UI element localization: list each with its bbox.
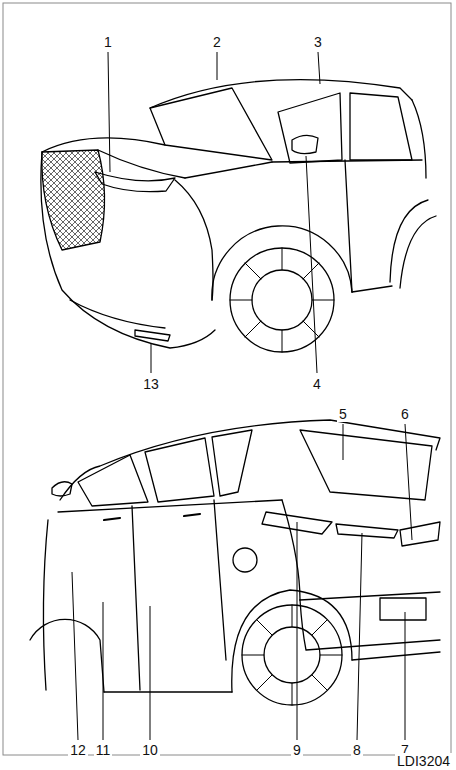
- leader-lines: [72, 52, 412, 740]
- callout-number: 3: [312, 34, 324, 50]
- callout-number: 12: [68, 742, 88, 758]
- callout-number: 8: [351, 742, 363, 758]
- callout-number: 11: [94, 742, 113, 758]
- callout-number: 9: [291, 742, 303, 758]
- callout-number: 5: [337, 406, 349, 422]
- figure-code: LDI3204: [395, 753, 452, 769]
- callout-number: 13: [141, 376, 161, 392]
- callout-number: 6: [399, 406, 411, 422]
- callout-number: 1: [102, 34, 114, 50]
- callout-number: 2: [211, 34, 223, 50]
- callout-number: 10: [140, 742, 160, 758]
- callout-number: 4: [311, 376, 323, 392]
- frame: [3, 3, 451, 755]
- rear-view-car: [30, 420, 440, 705]
- front-view-car: [41, 80, 436, 352]
